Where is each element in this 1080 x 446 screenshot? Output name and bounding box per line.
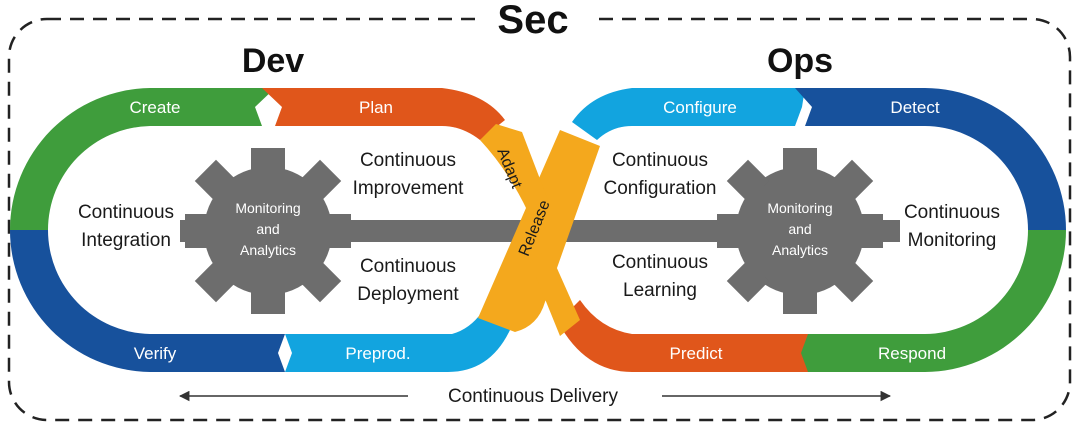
continuous-monitoring-line1: Continuous	[904, 202, 1000, 223]
label-detect: Detect	[890, 98, 939, 117]
segment-predict	[558, 300, 808, 372]
left-gear-label-2: and	[256, 221, 279, 237]
label-configure: Configure	[663, 98, 737, 117]
right-gear	[717, 148, 883, 314]
segment-preprod	[285, 312, 510, 372]
dev-title: Dev	[242, 42, 304, 80]
ops-title: Ops	[767, 42, 833, 80]
continuous-learning-line1: Continuous	[612, 252, 708, 273]
segment-create	[9, 88, 276, 230]
right-gear-label-3: Analytics	[772, 242, 828, 258]
sec-title-backdrop	[478, 2, 590, 42]
left-gear	[185, 148, 351, 314]
segment-verify	[9, 230, 285, 372]
sec-title: Sec	[497, 0, 568, 42]
continuous-improvement-line2: Improvement	[353, 178, 465, 199]
label-create: Create	[129, 98, 180, 117]
continuous-deployment-line2: Deployment	[357, 284, 459, 305]
segment-configure	[572, 88, 805, 140]
left-gear-label-3: Analytics	[240, 242, 296, 258]
continuous-delivery-label: Continuous Delivery	[448, 386, 619, 407]
segment-release	[478, 130, 600, 332]
segment-plan	[262, 88, 505, 140]
left-gear-label-1: Monitoring	[235, 200, 300, 216]
continuous-integration-line2: Integration	[81, 230, 171, 251]
segment-respond	[788, 230, 1066, 372]
continuous-learning-line2: Learning	[623, 280, 697, 301]
label-plan: Plan	[359, 98, 393, 117]
continuous-deployment-line1: Continuous	[360, 256, 456, 277]
continuous-configuration-line2: Configuration	[603, 178, 716, 199]
right-gear-label-2: and	[788, 221, 811, 237]
label-verify: Verify	[134, 344, 177, 363]
continuous-monitoring-line2: Monitoring	[908, 230, 997, 251]
label-respond: Respond	[878, 344, 946, 363]
right-gear-label-1: Monitoring	[767, 200, 832, 216]
continuous-integration-line1: Continuous	[78, 202, 174, 223]
continuous-improvement-line1: Continuous	[360, 150, 456, 171]
segment-adapt-lower	[530, 248, 580, 336]
segment-adapt	[480, 124, 548, 212]
label-predict: Predict	[670, 344, 723, 363]
label-preprod: Preprod.	[345, 344, 410, 363]
continuous-configuration-line1: Continuous	[612, 150, 708, 171]
segment-detect	[795, 88, 1066, 230]
